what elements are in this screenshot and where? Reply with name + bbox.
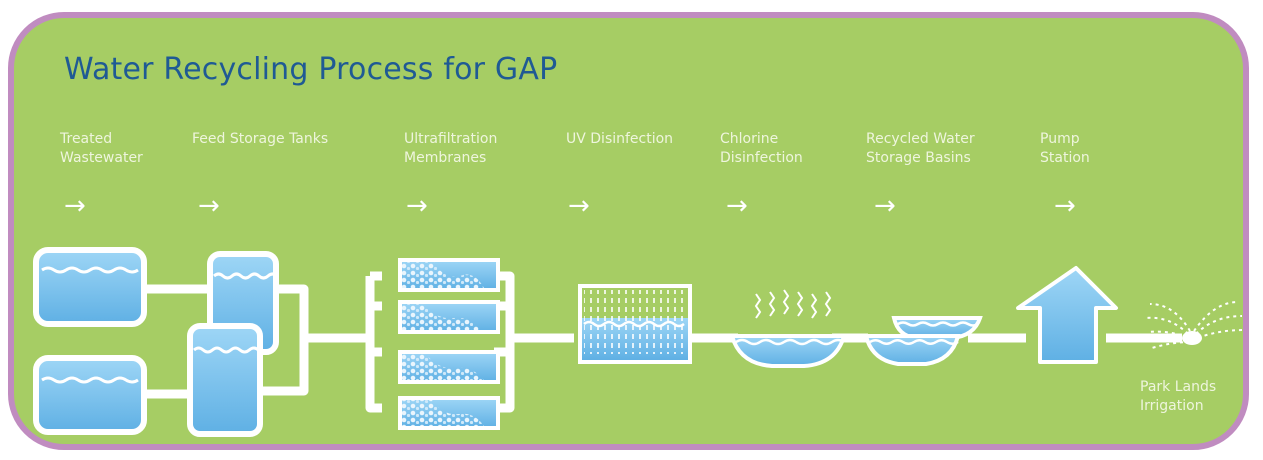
stage-label-line: Pump — [1040, 131, 1080, 147]
stage-label-line: Membranes — [404, 150, 487, 166]
sprinkler-icon — [1145, 301, 1243, 349]
flow-arrow-icon: → — [198, 191, 220, 221]
stage-label-line: Ultrafiltration — [404, 131, 498, 147]
storage-basin-icon — [863, 316, 983, 366]
flow-arrow-icon: → — [568, 191, 590, 221]
flow-arrow-icon: → — [1054, 191, 1076, 221]
stage-label-recycled-water-storage-basins: Recycled Water Storage Basins — [866, 130, 975, 168]
stage-label-line: Chlorine — [720, 131, 779, 147]
flow-arrow-icon: → — [726, 191, 748, 221]
feed-storage-tank-icon — [187, 251, 279, 437]
end-label-line: Park Lands — [1140, 379, 1217, 395]
flow-arrow-icon: → — [64, 191, 86, 221]
flow-arrow-icon: → — [874, 191, 896, 221]
pump-station-icon — [1016, 266, 1118, 364]
stage-label-pump-station: Pump Station — [1040, 130, 1090, 168]
stage-label-line: Treated — [60, 131, 113, 147]
stage-label-line: Recycled Water — [866, 131, 975, 147]
process-diagram — [33, 247, 1243, 437]
end-label-line: Irrigation — [1140, 398, 1204, 414]
stage-label-line: Disinfection — [720, 150, 803, 166]
stage-label-line: Wastewater — [60, 150, 143, 166]
stage-label-uv-disinfection: UV Disinfection — [566, 130, 673, 149]
wastewater-tank-icon — [33, 247, 147, 435]
stage-label-treated-wastewater: Treated Wastewater — [60, 130, 143, 168]
end-label-park-lands-irrigation: Park Lands Irrigation — [1140, 378, 1216, 416]
stage-label-feed-storage-tanks: Feed Storage Tanks — [192, 130, 328, 149]
diagram-panel: Water Recycling Process for GAP Treated … — [8, 12, 1249, 450]
stage-label-chlorine-disinfection: Chlorine Disinfection — [720, 130, 803, 168]
membrane-icon — [398, 258, 500, 430]
flow-arrow-icon: → — [406, 191, 428, 221]
stage-label-ultrafiltration-membranes: Ultrafiltration Membranes — [404, 130, 497, 168]
stage-label-line: Feed Storage Tanks — [192, 131, 329, 147]
stage-label-line: Storage Basins — [866, 150, 971, 166]
uv-disinfection-icon — [578, 284, 692, 364]
chlorine-disinfection-icon — [729, 289, 847, 368]
diagram-title: Water Recycling Process for GAP — [64, 52, 558, 87]
stage-label-line: Station — [1040, 150, 1090, 166]
stage-label-line: UV Disinfection — [566, 131, 674, 147]
